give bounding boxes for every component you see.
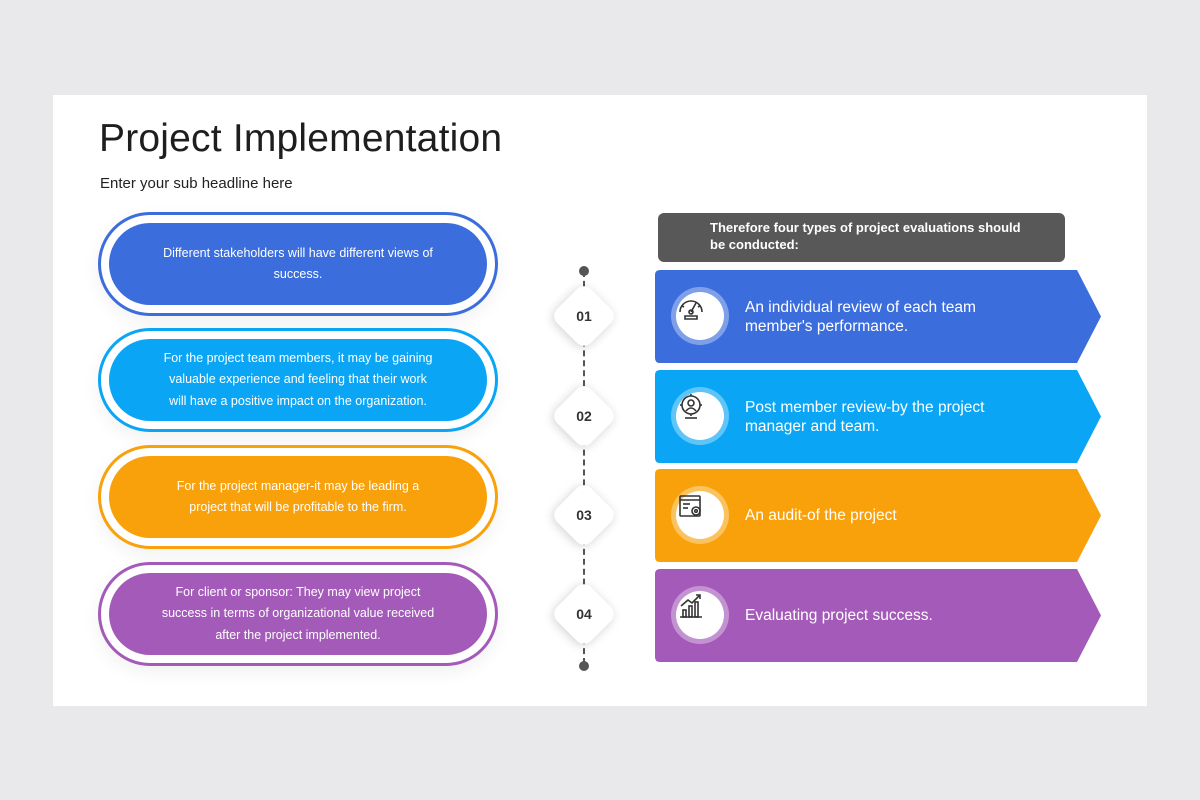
step-number: 02 xyxy=(576,408,592,424)
evaluation-item-4: Evaluating project success. xyxy=(655,569,1101,662)
icon-ring xyxy=(671,586,729,644)
icon-ring xyxy=(671,387,729,445)
timeline-line xyxy=(583,271,585,664)
slide: Project Implementation Enter your sub he… xyxy=(53,95,1147,706)
arrow-shape xyxy=(655,469,1101,562)
icon-ring xyxy=(671,287,729,345)
timeline-end-dot xyxy=(579,661,589,671)
left-item-1: Different stakeholders will have differe… xyxy=(98,212,498,316)
performance-gauge-icon xyxy=(676,292,724,340)
evaluation-header: Therefore four types of project evaluati… xyxy=(658,213,1065,262)
timeline-start-dot xyxy=(579,266,589,276)
page-title: Project Implementation xyxy=(99,117,503,160)
arrow-shape xyxy=(655,569,1101,662)
left-item-text: For the project manager-it may be leadin… xyxy=(109,456,487,538)
step-number: 01 xyxy=(576,308,592,324)
audit-document-icon xyxy=(676,491,724,539)
left-item-text: For the project team members, it may be … xyxy=(109,339,487,421)
evaluation-item-text: Post member review-by the project manage… xyxy=(745,398,985,435)
arrow-shape xyxy=(655,370,1101,463)
evaluation-item-3: An audit-of the project xyxy=(655,469,1101,562)
step-number: 04 xyxy=(576,606,592,622)
team-gear-icon xyxy=(676,392,724,440)
page-subtitle: Enter your sub headline here xyxy=(100,175,293,192)
left-item-text: For client or sponsor: They may view pro… xyxy=(109,573,487,655)
left-item-text: Different stakeholders will have differe… xyxy=(109,223,487,305)
evaluation-item-text: An audit-of the project xyxy=(745,507,897,524)
growth-chart-icon xyxy=(676,591,724,639)
icon-ring xyxy=(671,486,729,544)
evaluation-item-text: Evaluating project success. xyxy=(745,607,933,624)
left-item-4: For client or sponsor: They may view pro… xyxy=(98,562,498,666)
left-item-3: For the project manager-it may be leadin… xyxy=(98,445,498,549)
step-number: 03 xyxy=(576,507,592,523)
left-item-2: For the project team members, it may be … xyxy=(98,328,498,432)
evaluation-item-2: Post member review-by the project manage… xyxy=(655,370,1101,463)
arrow-shape xyxy=(655,270,1101,363)
evaluation-item-text: An individual review of each team member… xyxy=(745,298,976,335)
evaluation-item-1: An individual review of each team member… xyxy=(655,270,1101,363)
